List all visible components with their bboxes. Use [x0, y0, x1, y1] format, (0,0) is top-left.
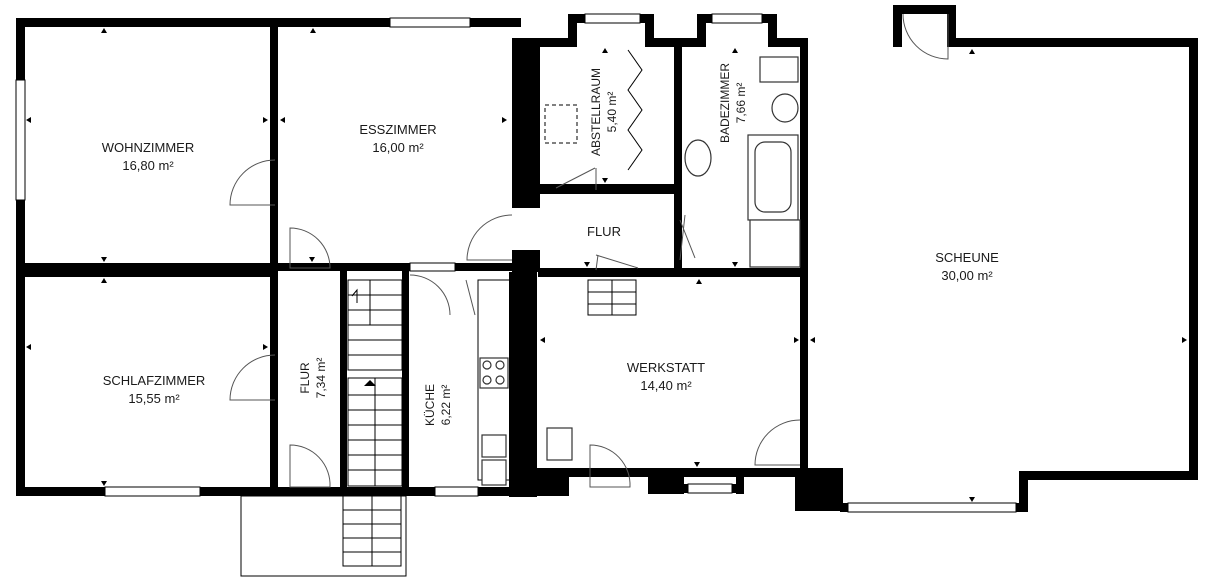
room-area-esszimmer: 16,00 m²: [372, 140, 424, 155]
room-name-wohnzimmer: WOHNZIMMER: [102, 140, 194, 155]
room-name-schlafzimmer: SCHLAFZIMMER: [103, 373, 206, 388]
room-name-esszimmer: ESSZIMMER: [359, 122, 436, 137]
room-name-abstellraum: ABSTELLRAUM: [589, 68, 603, 156]
stairs: [240, 279, 637, 577]
room-name-werkstatt: WERKSTATT: [627, 360, 705, 375]
room-area-badezimmer: 7,66 m²: [734, 83, 748, 124]
room-area-abstellraum: 5,40 m²: [605, 92, 619, 133]
room-name-flur-lower: FLUR: [298, 362, 312, 394]
windows: [15, 13, 1017, 513]
room-area-scheune: 30,00 m²: [941, 268, 993, 283]
room-name-badezimmer: BADEZIMMER: [718, 63, 732, 143]
room-area-schlafzimmer: 15,55 m²: [128, 391, 180, 406]
room-area-kueche: 6,22 m²: [439, 385, 453, 426]
room-name-kueche: KÜCHE: [423, 384, 437, 426]
fixtures: [477, 49, 801, 486]
room-name-flur-upper: FLUR: [587, 224, 621, 239]
room-area-flur-lower: 7,34 m²: [314, 358, 328, 399]
dimension-markers: [26, 28, 1187, 502]
room-area-werkstatt: 14,40 m²: [640, 378, 692, 393]
room-area-wohnzimmer: 16,80 m²: [122, 158, 174, 173]
room-name-scheune: SCHEUNE: [935, 250, 999, 265]
room-labels: WOHNZIMMER 16,80 m² ESSZIMMER 16,00 m² A…: [102, 63, 999, 426]
doors: [229, 13, 949, 488]
